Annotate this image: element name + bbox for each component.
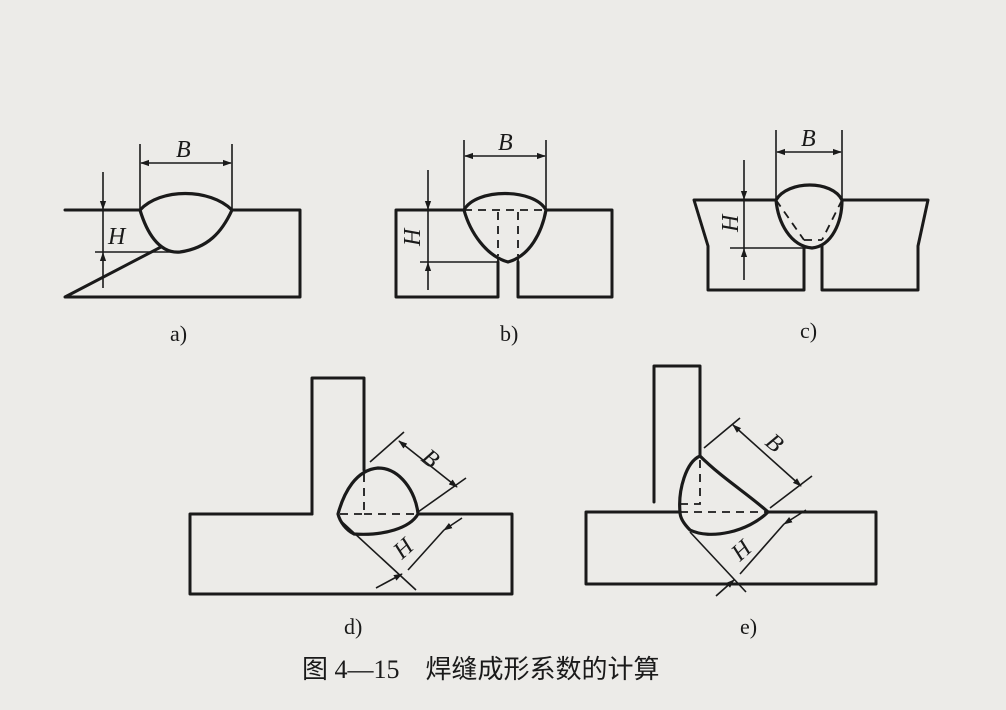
plate-right-c xyxy=(820,198,930,292)
groove-hidden-c xyxy=(775,199,843,241)
ext-line-b-2-e xyxy=(769,475,813,509)
panel-label-e: e) xyxy=(740,614,757,639)
dim-line-h3-e xyxy=(715,579,735,597)
ext-line-h-1-e xyxy=(689,531,747,593)
dim-label-h-a: H xyxy=(107,224,127,250)
dim-label-b-a: B xyxy=(176,137,191,163)
panel-label-c: c) xyxy=(800,318,817,343)
plate-right-b xyxy=(516,208,614,299)
dim-label-b-b: B xyxy=(498,130,513,156)
plate-left-c xyxy=(692,198,806,292)
figure-caption: 图 4—15 焊缝成形系数的计算 xyxy=(302,655,660,684)
weld-hidden-b xyxy=(464,209,546,256)
weld-bead-b xyxy=(462,192,548,264)
weld-bead-e xyxy=(678,454,771,536)
weld-bead-a xyxy=(138,192,234,254)
panel-label-b: b) xyxy=(500,321,518,346)
dim-line-h-e xyxy=(783,509,807,525)
base-plate-d xyxy=(188,512,514,596)
dim-label-b-c: B xyxy=(801,126,816,152)
dim-label-h-c: H xyxy=(718,213,744,233)
panel-label-d: d) xyxy=(344,614,362,639)
weld-bead-d xyxy=(336,466,420,536)
weld-bead-c xyxy=(774,183,844,250)
dim-line-h-d xyxy=(443,517,463,531)
ext-line-h-1-d xyxy=(339,519,417,591)
ext-line-b-1-e xyxy=(703,417,741,449)
panel-e: B H e) xyxy=(584,364,878,639)
dim-label-h-e: H xyxy=(726,534,758,567)
panel-d: B H d) xyxy=(188,376,514,639)
dim-line-b-e xyxy=(732,424,802,487)
ext-line-b-1-d xyxy=(369,431,405,463)
dim-label-h-d: H xyxy=(388,532,420,565)
plate-left-b xyxy=(394,208,500,299)
dim-label-h-b: H xyxy=(400,227,426,247)
panel-b: B H b) xyxy=(394,130,614,346)
weld-hidden-e xyxy=(680,460,768,513)
vertical-plate-e xyxy=(652,364,702,504)
panel-c: B H c) xyxy=(692,126,930,343)
vertical-plate-d xyxy=(310,376,366,516)
weld-hidden-d xyxy=(338,474,418,515)
dim-line-b-d xyxy=(398,440,458,488)
panel-label-a: a) xyxy=(170,321,187,346)
dim-line-h2-d xyxy=(407,529,445,571)
panel-a: B H a) xyxy=(63,137,302,346)
ext-line-b-2-d xyxy=(417,477,467,513)
dim-line-h3-d xyxy=(375,573,403,589)
dim-line-h2-e xyxy=(739,523,785,575)
dim-label-b-d: B xyxy=(416,444,444,474)
